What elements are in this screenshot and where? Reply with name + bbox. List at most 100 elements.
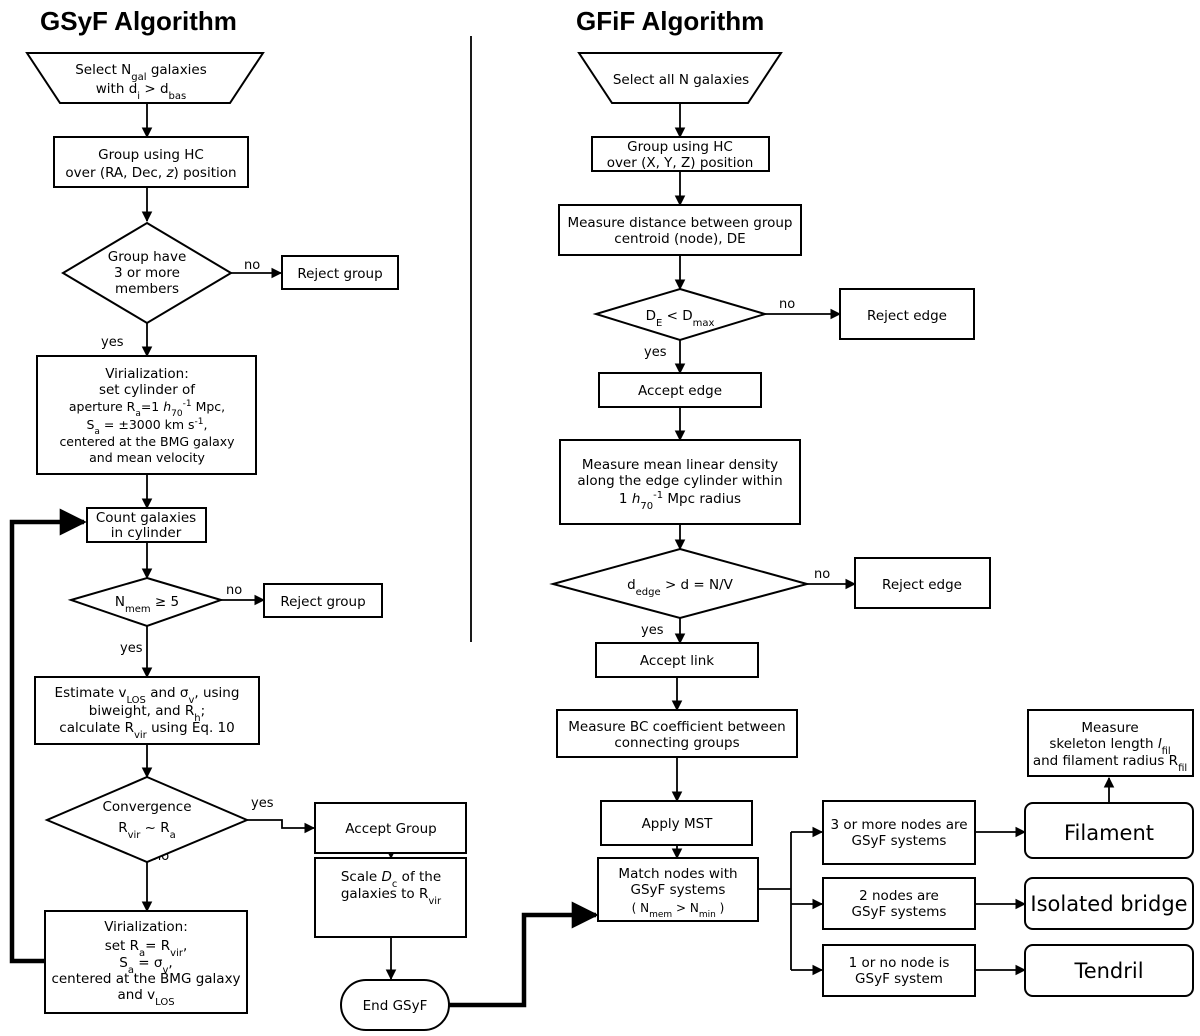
count-line-2: in cylinder [111, 525, 182, 541]
gfif-cond-3nodes: 3 or more nodes are GSyF systems [822, 800, 976, 865]
gfif-group-line-1: Group using HC [627, 139, 733, 155]
skeleton-line-1: Measure [1081, 720, 1138, 736]
title-gfif: GFiF Algorithm [576, 6, 764, 36]
scale-line-1: Scale Dc of the [341, 869, 441, 890]
reject-edge-label: Reject edge [882, 577, 962, 593]
filament-label: Filament [1064, 821, 1154, 845]
end-label: End GSyF [363, 998, 428, 1014]
cond1-line-1: 1 or no node is [849, 955, 950, 971]
gsyf-virialization-1: Virialization: set cylinder of aperture … [36, 355, 257, 475]
virial1-line-1: Virialization: [105, 366, 189, 382]
bc-line-2: connecting groups [614, 735, 739, 751]
edge-label-yes: yes [251, 796, 274, 811]
gfif-measure-density: Measure mean linear density along the ed… [559, 439, 801, 525]
virial1-line-6: and mean velocity [89, 450, 205, 465]
members-line-1: Group have [108, 249, 187, 265]
gfif-apply-mst: Apply MST [600, 800, 753, 846]
count-line-1: Count galaxies [96, 510, 196, 526]
gfif-accept-link: Accept link [595, 642, 759, 678]
cond1-line-2: GSyF system [855, 971, 943, 987]
match-line-2: GSyF systems [631, 882, 726, 898]
cond2-line-1: 2 nodes are [859, 888, 939, 904]
gfif-bridge-node: Isolated bridge [1024, 877, 1194, 930]
gsyf-convergence-decision: Convergence Rvir ~ Ra [44, 775, 250, 864]
gfif-measure-bc: Measure BC coefficient between connectin… [556, 709, 798, 758]
conn-convergence-to-accept [247, 819, 316, 834]
gfif-select-label: Select all N galaxies [613, 72, 749, 88]
reject-edge-label: Reject edge [867, 308, 947, 324]
measure-distance-line-1: Measure distance between group [567, 215, 792, 231]
edge-label-yes: yes [120, 641, 143, 656]
gsyf-virialization-2: Virialization: set Ra= Rvir, Sa = σv, ce… [44, 910, 248, 1014]
gfif-select-node: Select all N galaxies [577, 52, 783, 104]
members-line-2: 3 or more [114, 265, 180, 281]
density-line-1: Measure mean linear density [582, 457, 778, 473]
gfif-cond-1node: 1 or no node is GSyF system [822, 944, 976, 997]
edge-label-no: no [779, 297, 795, 312]
members-line-3: members [115, 281, 179, 297]
virial1-line-2: set cylinder of [99, 382, 196, 398]
gsyf-reject-group-1: Reject group [281, 255, 399, 290]
gfif-reject-edge-2: Reject edge [854, 557, 991, 609]
cond2-line-2: GSyF systems [852, 904, 947, 920]
gsyf-members-decision: Group have 3 or more members [61, 221, 233, 325]
gsyf-select-node: Select Ngal galaxies with di > dbas [25, 52, 265, 104]
virial1-line-5: centered at the BMG galaxy [59, 434, 235, 449]
skeleton-line-2: skeleton length lfil [1049, 736, 1170, 757]
gsyf-estimate-node: Estimate vLOS and σv, using biweight, an… [34, 676, 260, 745]
gfif-connectors [671, 103, 1115, 976]
reject-group-label: Reject group [297, 266, 382, 282]
gsyf-end-node: End GSyF [340, 979, 450, 1031]
loop-back-connector [9, 508, 87, 964]
measure-distance-line-2: centroid (node), DE [614, 231, 745, 247]
group-line-1: Group using HC [98, 147, 204, 163]
reject-group-label: Reject group [280, 594, 365, 610]
density-line-2: along the edge cylinder within [577, 473, 782, 489]
gfif-accept-edge: Accept edge [598, 372, 762, 408]
bridge-label: Isolated bridge [1030, 892, 1187, 916]
gfif-cond-2nodes: 2 nodes are GSyF systems [822, 877, 976, 930]
gsyf-reject-group-2: Reject group [263, 583, 383, 618]
gfif-de-decision: DE < Dmax [592, 287, 769, 342]
gfif-tendril-node: Tendril [1024, 944, 1194, 997]
gsyf-group-node: Group using HC over (RA, Dec, z) positio… [53, 136, 249, 188]
select-line-2: with di > dbas [96, 81, 186, 102]
gsyf-count-node: Count galaxies in cylinder [86, 507, 207, 543]
gsyf-connectors [9, 103, 599, 1008]
apply-mst-label: Apply MST [642, 816, 714, 832]
virial2-line-2: set Ra= Rvir, [105, 938, 188, 959]
gfif-skeleton-node: Measure skeleton length lfil and filamen… [1027, 709, 1194, 777]
convergence-line-1: Convergence [102, 799, 191, 815]
accept-edge-label: Accept edge [638, 383, 722, 399]
accept-group-label: Accept Group [345, 821, 436, 837]
gfif-reject-edge-1: Reject edge [839, 288, 975, 340]
gfif-match-nodes: Match nodes with GSyF systems ( Nmem > N… [597, 857, 759, 922]
edge-label-yes: yes [641, 623, 664, 638]
virial2-line-4: centered at the BMG galaxy [51, 971, 240, 987]
edge-label-no: no [244, 258, 260, 273]
gfif-measure-distance: Measure distance between group centroid … [558, 204, 802, 256]
accept-link-label: Accept link [640, 653, 714, 669]
group-line-2: over (RA, Dec, z) position [65, 165, 236, 181]
cond3-line-1: 3 or more nodes are [830, 817, 967, 833]
edge-label-yes: yes [644, 345, 667, 360]
gsyf-nmem-decision: Nmem ≥ 5 [67, 576, 225, 628]
gfif-group-line-2: over (X, Y, Z) position [607, 155, 754, 171]
virial2-line-1: Virialization: [104, 919, 188, 935]
gsyf-accept-group: Accept Group [314, 802, 467, 854]
skeleton-line-3: and filament radius Rfil [1033, 753, 1187, 774]
edge-labels: no yes no yes yes no no yes no yes [101, 258, 830, 864]
edge-label-yes: yes [101, 335, 124, 350]
conn-end-to-match [448, 901, 599, 1008]
scale-line-2: galaxies to Rvir [341, 886, 442, 907]
cond3-line-2: GSyF systems [852, 833, 947, 849]
gfif-group-node: Group using HC over (X, Y, Z) position [591, 136, 770, 172]
gfif-dedge-decision: dedge > d = N/V [549, 547, 811, 620]
edge-label-no: no [226, 583, 242, 598]
select-line-1: Select Ngal galaxies [75, 62, 207, 83]
tendril-label: Tendril [1073, 959, 1143, 983]
estimate-line-2: biweight, and Rh; [89, 703, 205, 724]
estimate-line-3: calculate Rvir using Eq. 10 [59, 720, 234, 741]
title-gsyf: GSyF Algorithm [40, 6, 237, 36]
